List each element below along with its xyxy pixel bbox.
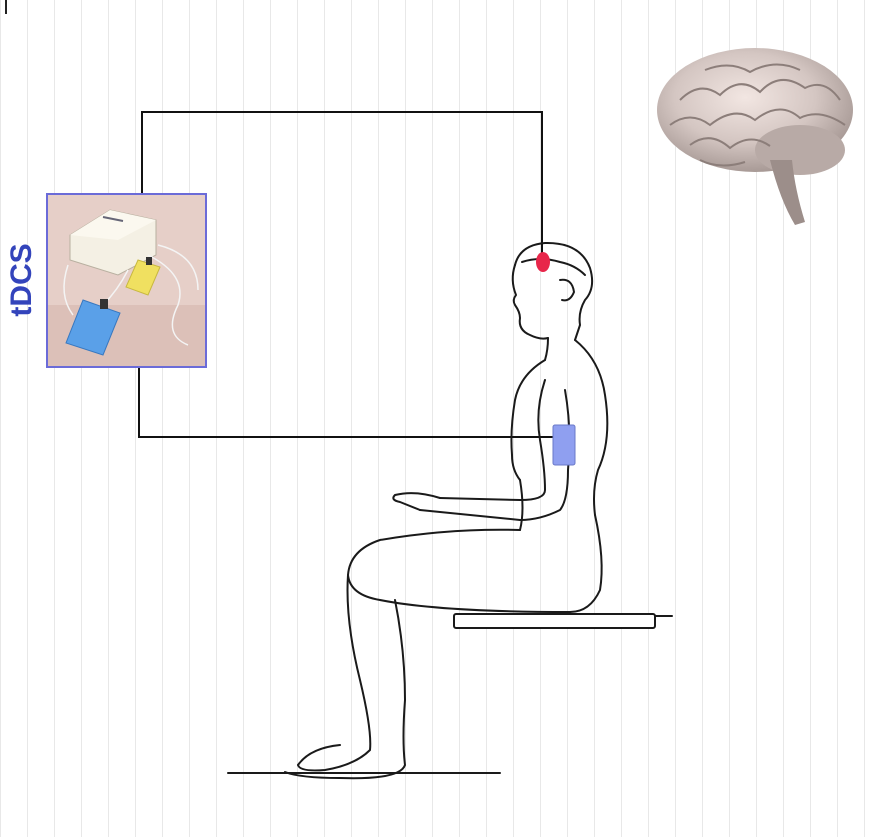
cathode-wire: [139, 368, 560, 437]
chest-electrode: [553, 425, 575, 465]
seated-person-figure: [228, 243, 672, 778]
tdcs-label: tDCS: [5, 243, 39, 316]
tdcs-label-container: tDCS: [2, 230, 42, 330]
brain-icon: [657, 48, 853, 225]
head-electrode: [536, 252, 550, 272]
tdcs-stimulator-photo: [46, 193, 207, 368]
